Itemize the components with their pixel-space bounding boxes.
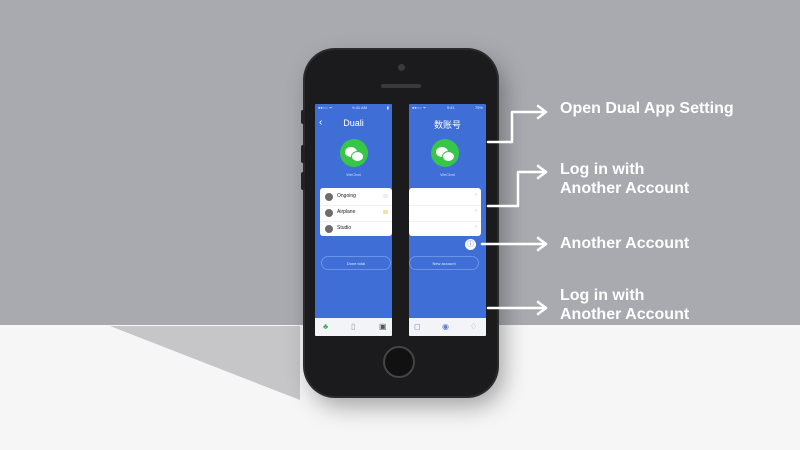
- new-account-button[interactable]: New account: [409, 256, 479, 270]
- callout-log-in-line2: Another Account: [560, 180, 690, 197]
- chevron-right-icon: ›: [475, 224, 477, 230]
- wechat-app-icon[interactable]: [431, 139, 459, 167]
- tab-chats-icon[interactable]: ♣: [323, 322, 329, 331]
- chevron-right-icon: ›: [475, 208, 477, 214]
- chevron-right-icon: ›: [475, 192, 477, 198]
- avatar: [325, 193, 333, 201]
- home-button[interactable]: [383, 346, 415, 378]
- front-camera: [398, 64, 405, 71]
- account-row[interactable]: ›: [409, 206, 481, 222]
- account-list: › › ›: [409, 188, 481, 236]
- right-app-screen: ●●○○ ᯤ 9:41 75% 数账号 WeChat › › › New acc…: [409, 104, 486, 336]
- avatar: [325, 225, 333, 233]
- volume-up-button[interactable]: [301, 110, 305, 124]
- tab-me-icon[interactable]: ♢: [470, 322, 478, 331]
- callout-open-dual-app: Open Dual App Setting: [560, 100, 734, 117]
- status-bar: ●●○○ ᯤ 9:41 AM ▮: [315, 104, 392, 112]
- arrow-log-in-1: [486, 170, 548, 208]
- wechat-app-icon[interactable]: [340, 139, 368, 167]
- callout-another-account: Another Account: [560, 235, 690, 252]
- signal-indicator: ●●○○ ᯤ: [318, 105, 333, 110]
- status-time: 9:41 AM: [352, 105, 367, 110]
- account-row[interactable]: Airplane: [320, 206, 392, 222]
- account-name: Ongoing: [337, 193, 356, 199]
- tab-chats-icon[interactable]: ◻: [414, 322, 421, 331]
- tab-bar: ◻ ◉ ♢: [409, 318, 486, 336]
- tab-contacts-icon[interactable]: ▯: [351, 322, 356, 331]
- account-name: Studio: [337, 225, 352, 231]
- arrow-open-dual-app: [486, 110, 548, 144]
- nav-title: 数账号: [433, 120, 461, 130]
- mute-switch[interactable]: [301, 172, 305, 190]
- volume-down-button[interactable]: [301, 145, 305, 163]
- add-account-indicator-icon[interactable]: ⓘ: [465, 239, 476, 250]
- status-time: 9:41: [446, 105, 455, 110]
- signal-indicator: ●●○○ ᯤ: [412, 105, 427, 110]
- app-icon-caption: WeChat: [346, 172, 361, 177]
- account-name: Airplane: [337, 209, 356, 215]
- callout-log-in-2-line2: Another Account: [560, 306, 690, 323]
- app-icon-caption: WeChat: [440, 172, 455, 177]
- tab-bar: ♣ ▯ ▣: [315, 318, 392, 336]
- tab-discover-icon[interactable]: ◉: [442, 322, 449, 331]
- callout-log-in-line1: Log in with: [560, 161, 645, 178]
- earpiece-speaker: [381, 84, 421, 88]
- row-badge: [383, 210, 388, 214]
- battery-icon: ▮: [386, 105, 389, 110]
- left-app-screen: ●●○○ ᯤ 9:41 AM ▮ ‹ Duali WeChat Ongoing …: [315, 104, 392, 336]
- battery-icon: 75%: [474, 105, 483, 110]
- account-row[interactable]: ›: [409, 222, 481, 237]
- status-bar: ●●○○ ᯤ 9:41 75%: [409, 104, 486, 112]
- nav-title: Duali: [343, 118, 364, 128]
- row-badge: [383, 194, 388, 198]
- tab-me-icon[interactable]: ▣: [379, 322, 387, 331]
- avatar: [325, 209, 333, 217]
- account-row[interactable]: Ongoing: [320, 190, 392, 206]
- back-chevron-icon[interactable]: ‹: [319, 117, 323, 128]
- callout-log-in-2-line1: Log in with: [560, 287, 645, 304]
- account-list: Ongoing Airplane Studio: [320, 188, 392, 236]
- account-row[interactable]: Studio: [320, 222, 392, 237]
- done-total-button[interactable]: Done total: [321, 256, 391, 270]
- account-row[interactable]: ›: [409, 190, 481, 206]
